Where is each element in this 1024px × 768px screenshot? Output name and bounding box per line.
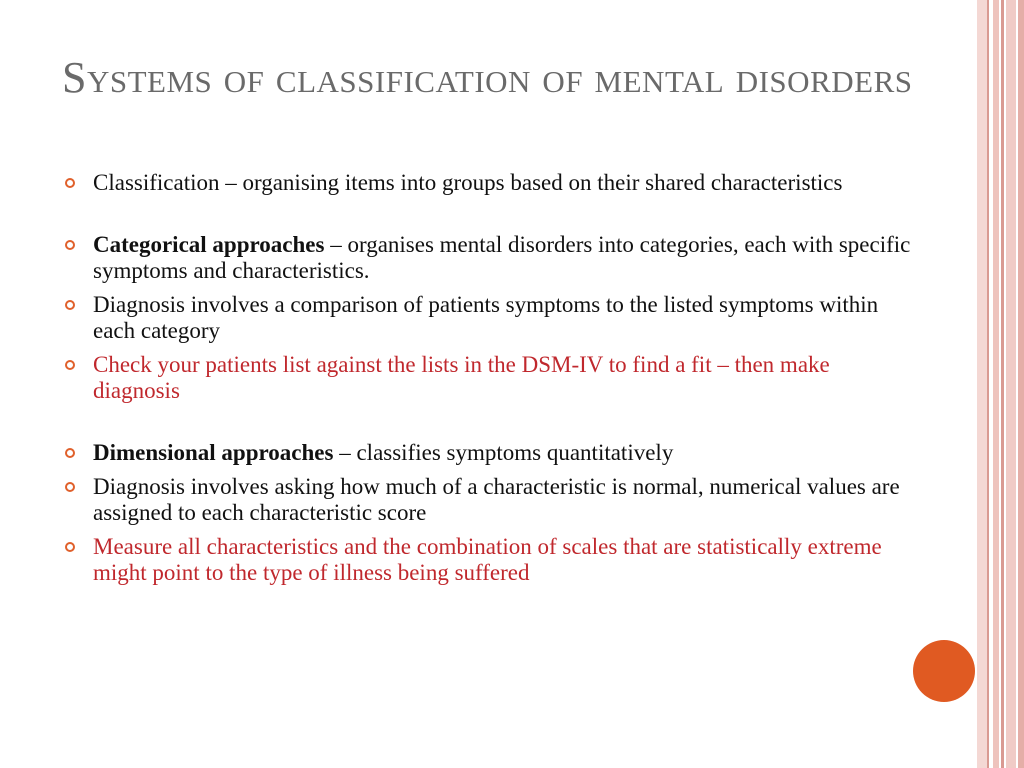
decorative-stripe (1001, 0, 1004, 768)
bullet-list: Classification – organising items into g… (62, 170, 912, 594)
bullet-item: Check your patients list against the lis… (62, 352, 912, 404)
decorative-stripe (977, 0, 987, 768)
decorative-dot (913, 640, 975, 702)
bullet-circle-icon (65, 178, 75, 188)
bullet-item: Diagnosis involves a comparison of patie… (62, 292, 912, 344)
bullet-text: Check your patients list against the lis… (93, 352, 830, 403)
bullet-text: – organises mental disorders into catego… (93, 232, 911, 283)
slide-title: Systems of classification of mental diso… (62, 53, 913, 102)
bullet-item: Measure all characteristics and the comb… (62, 534, 912, 586)
bullet-item: Categorical approaches – organises menta… (62, 232, 912, 284)
bullet-text: Measure all characteristics and the comb… (93, 534, 882, 585)
bullet-circle-icon (65, 448, 75, 458)
bullet-heading: Categorical approaches (93, 232, 325, 257)
decorative-stripe (987, 0, 989, 768)
decorative-stripe (993, 0, 999, 768)
bullet-item: Diagnosis involves asking how much of a … (62, 474, 912, 526)
bullet-item: Classification – organising items into g… (62, 170, 912, 196)
bullet-text: Diagnosis involves a comparison of patie… (93, 292, 879, 343)
bullet-text: Classification – organising items into g… (93, 170, 843, 195)
bullet-heading: Dimensional approaches (93, 440, 334, 465)
bullet-text: Diagnosis involves asking how much of a … (93, 474, 900, 525)
bullet-circle-icon (65, 300, 75, 310)
bullet-circle-icon (65, 360, 75, 370)
decorative-stripe (1006, 0, 1016, 768)
decorative-stripe (1018, 0, 1024, 768)
bullet-circle-icon (65, 240, 75, 250)
bullet-circle-icon (65, 482, 75, 492)
bullet-text: – classifies symptoms quantitatively (333, 440, 674, 465)
bullet-circle-icon (65, 542, 75, 552)
bullet-item: Dimensional approaches – classifies symp… (62, 440, 912, 466)
